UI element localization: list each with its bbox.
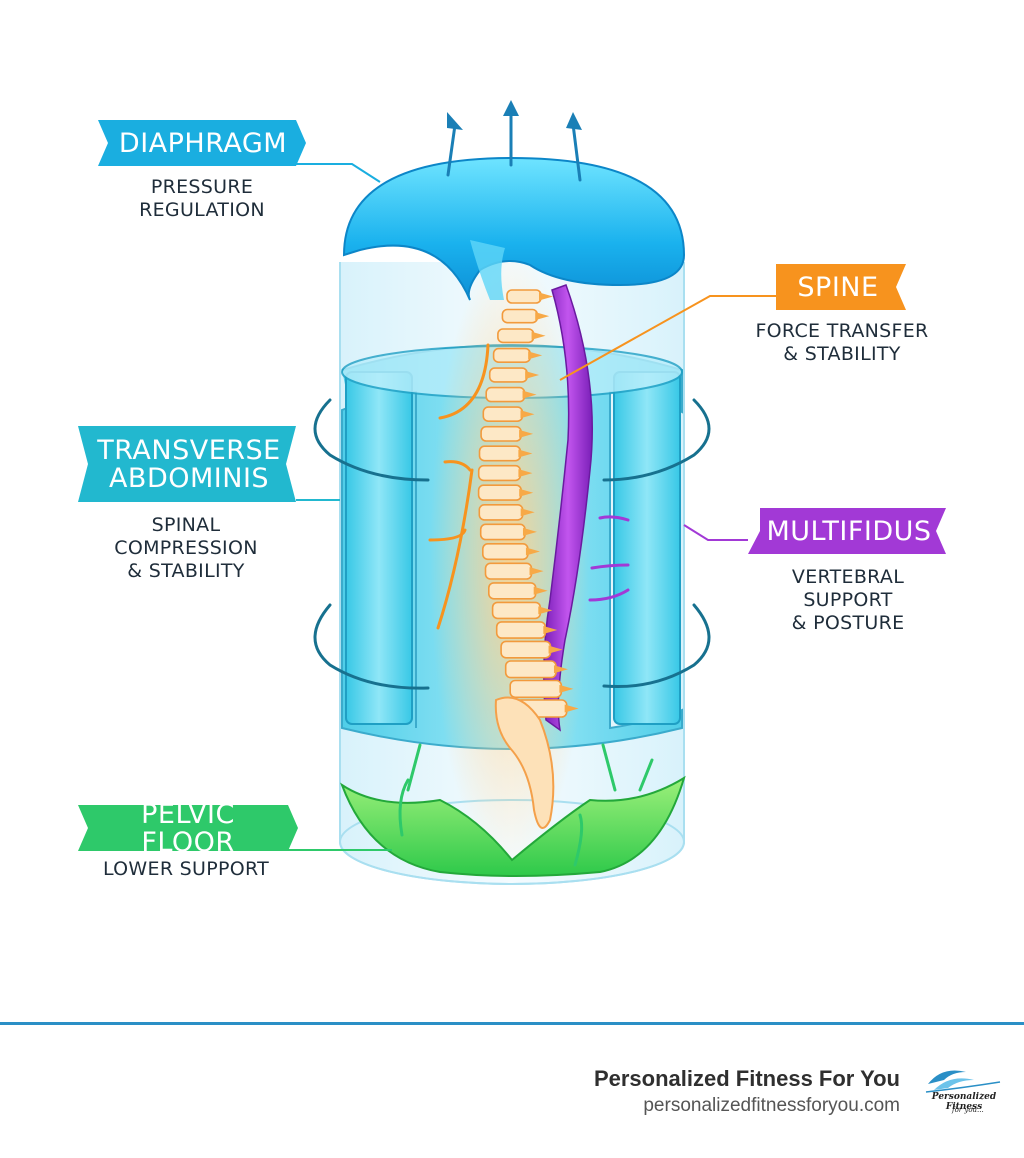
vertebra-process bbox=[525, 370, 540, 379]
vertebra bbox=[478, 503, 524, 521]
transverse-desc-line-2: COMPRESSION bbox=[114, 537, 258, 559]
spine-title: SPINE bbox=[797, 271, 879, 303]
vertebra-process bbox=[553, 665, 568, 674]
vertebra bbox=[506, 289, 542, 304]
vertebra-process bbox=[539, 292, 553, 301]
vertebra-process bbox=[519, 488, 534, 497]
vertebra bbox=[477, 484, 523, 501]
vertebra-process bbox=[522, 527, 537, 536]
multifidus-desc-line-3: & POSTURE bbox=[791, 612, 905, 634]
vertebra-process bbox=[548, 645, 563, 654]
leader-lines bbox=[288, 163, 776, 851]
vertebra bbox=[497, 328, 535, 344]
vertebra-process bbox=[531, 331, 546, 340]
brand-logo: Personalized Fitness for you... bbox=[922, 1062, 1006, 1122]
logo-subtext: for you... bbox=[952, 1106, 984, 1114]
spine-description: FORCE TRANSFER & STABILITY bbox=[744, 320, 940, 366]
vertebra-process bbox=[518, 469, 533, 478]
vertebra bbox=[484, 562, 533, 580]
pelvic-description: LOWER SUPPORT bbox=[96, 858, 276, 881]
vertebra bbox=[488, 367, 528, 383]
diaphragm-desc-line-2: REGULATION bbox=[139, 199, 265, 221]
multifidus-desc-line-2: SUPPORT bbox=[803, 589, 893, 611]
compression-arrows-right bbox=[602, 398, 711, 689]
vertebra-process bbox=[533, 586, 548, 595]
vertebra-process bbox=[520, 508, 535, 517]
transverse-desc-line-1: SPINAL bbox=[151, 514, 221, 536]
vertebra-process bbox=[518, 449, 533, 458]
vertebra-process bbox=[538, 606, 553, 615]
multifidus-arrows bbox=[588, 515, 630, 602]
multifidus-desc-line-1: VERTEBRAL bbox=[791, 566, 905, 588]
vertebra bbox=[487, 582, 537, 600]
brand-name: Personalized Fitness For You bbox=[593, 1066, 900, 1091]
logo-text: Personalized Fitness bbox=[931, 1092, 997, 1112]
vertebra-process bbox=[522, 390, 537, 399]
vertebra bbox=[481, 542, 529, 561]
logo-swoosh-icon bbox=[925, 1070, 1001, 1093]
spine-desc-line-2: & STABILITY bbox=[783, 343, 901, 365]
vertebra bbox=[485, 386, 526, 403]
diaphragm-banner bbox=[98, 120, 306, 166]
vertebra bbox=[482, 406, 524, 423]
vertebra bbox=[509, 679, 563, 699]
vertebra bbox=[477, 464, 522, 482]
spine-banner bbox=[776, 264, 906, 310]
sacrum bbox=[494, 696, 555, 829]
diaphragm-up-arrows bbox=[446, 110, 582, 182]
footer-brand: Personalized Fitness For You personalize… bbox=[594, 1066, 900, 1117]
vertebra-process bbox=[520, 410, 535, 419]
diaphragm-desc-line-1: PRESSURE bbox=[150, 176, 254, 198]
transverse-description: SPINAL COMPRESSION & STABILITY bbox=[98, 514, 274, 583]
spine-column bbox=[477, 289, 579, 718]
spine-desc-line-1: FORCE TRANSFER bbox=[755, 320, 929, 342]
vertebra bbox=[480, 425, 522, 442]
vertebra bbox=[479, 523, 526, 541]
transverse-title: TRANSVERSE ABDOMINIS bbox=[90, 428, 288, 502]
pelvic-up-arrows bbox=[398, 743, 654, 867]
vertebra bbox=[492, 347, 532, 364]
vertebra bbox=[478, 445, 522, 462]
vertebra bbox=[504, 660, 557, 679]
pelvic-title: PELVIC FLOOR bbox=[141, 798, 235, 858]
diaphragm-arrowheads bbox=[447, 100, 582, 130]
vertebra-process bbox=[525, 547, 540, 556]
footer-divider bbox=[0, 1022, 1024, 1025]
vertebra-process bbox=[564, 704, 579, 713]
multifidus-title: MULTIFIDUS bbox=[766, 515, 932, 547]
vertebra-process bbox=[535, 312, 550, 321]
pelvic-banner bbox=[78, 805, 298, 851]
vertebra bbox=[501, 308, 539, 324]
vertebra-process bbox=[519, 429, 534, 438]
vertebra-process bbox=[543, 626, 558, 635]
multifidus-description: VERTEBRAL SUPPORT & POSTURE bbox=[776, 566, 920, 635]
pelvic-floor-muscle bbox=[339, 775, 686, 877]
transverse-title-line-2: ABDOMINIS bbox=[108, 463, 270, 494]
vertebra-process bbox=[529, 567, 544, 576]
diaphragm-description: PRESSURE REGULATION bbox=[118, 176, 286, 222]
brand-url[interactable]: personalizedfitnessforyou.com bbox=[643, 1095, 900, 1116]
diaphragm-title: DIAPHRAGM bbox=[118, 127, 288, 159]
transverse-desc-line-3: & STABILITY bbox=[127, 560, 245, 582]
vertebra bbox=[491, 601, 542, 620]
compression-arrows-left bbox=[313, 398, 430, 690]
vertebra-process bbox=[559, 684, 574, 693]
spine-force-arrows bbox=[428, 343, 490, 630]
transverse-title-line-1: TRANSVERSE bbox=[97, 434, 281, 466]
vertebra bbox=[500, 640, 552, 659]
diaphragm-muscle bbox=[342, 156, 686, 301]
vertebra-process bbox=[528, 351, 543, 360]
multifidus-muscle bbox=[543, 284, 594, 732]
multifidus-banner bbox=[748, 508, 946, 554]
pelvic-desc-line-1: LOWER SUPPORT bbox=[102, 858, 270, 880]
vertebra bbox=[495, 621, 547, 639]
transverse-banner bbox=[78, 426, 296, 502]
